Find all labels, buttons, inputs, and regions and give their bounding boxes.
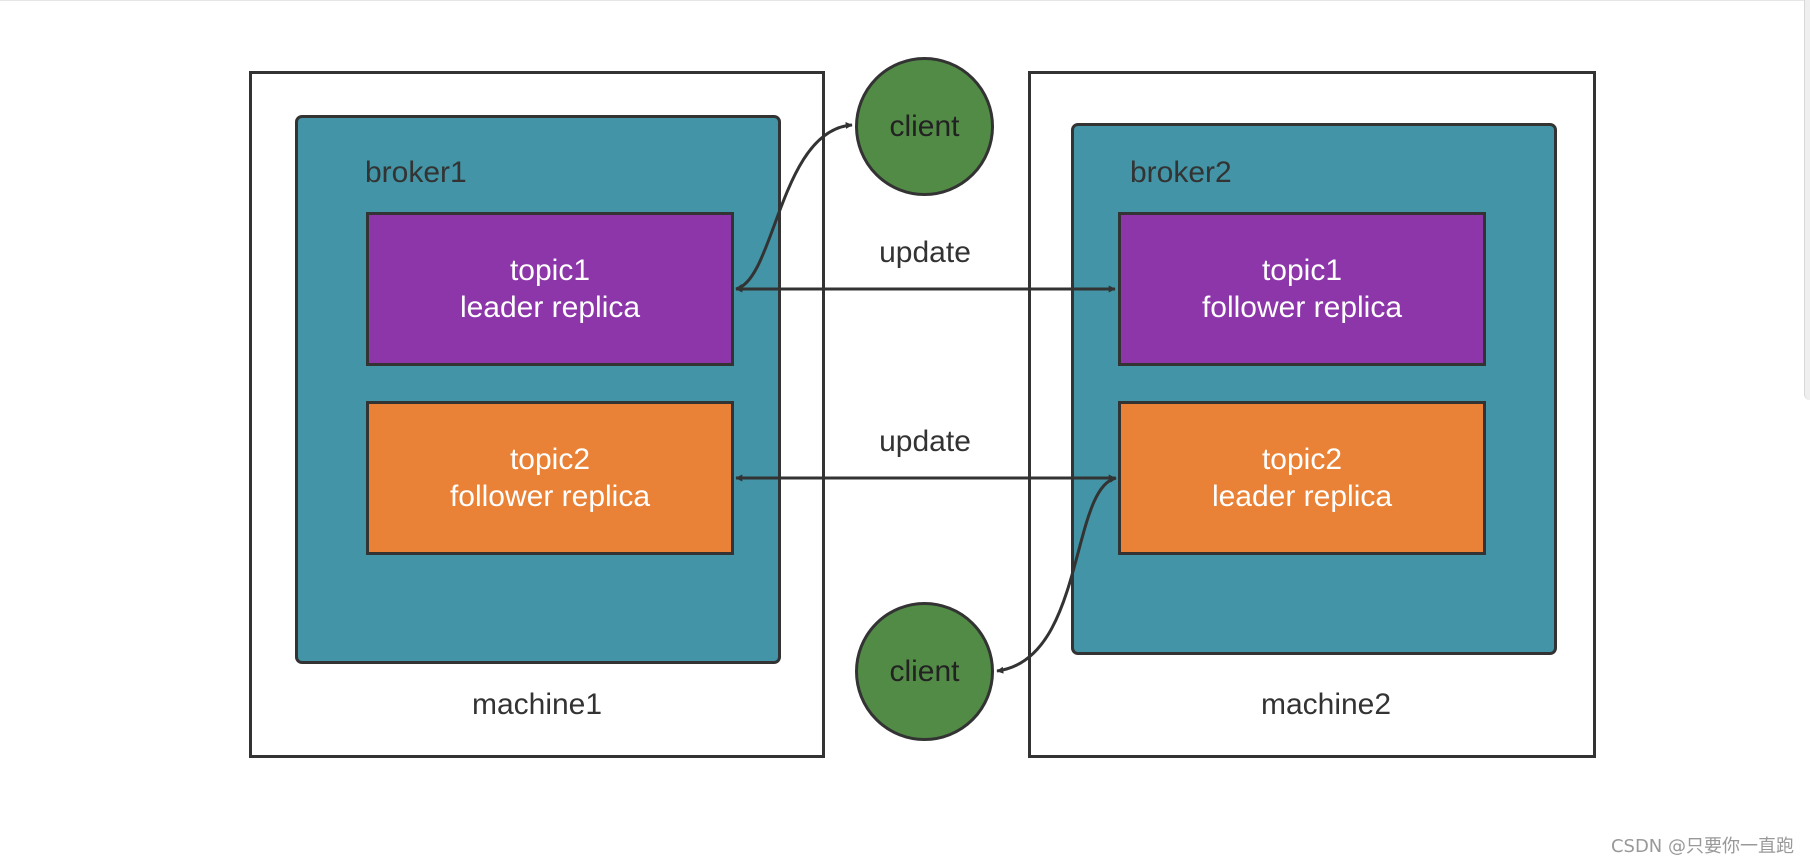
replica-role: follower replica (1201, 291, 1403, 324)
topic-name: topic2 (509, 443, 591, 476)
client-top: client (855, 57, 994, 196)
broker2-topic1-follower-replica: topic1 follower replica (1118, 212, 1486, 366)
machine1-label: machine1 (471, 688, 603, 721)
update-label-topic1: update (879, 236, 971, 269)
broker2-topic2-leader-replica: topic2 leader replica (1118, 401, 1486, 555)
broker1-label: broker1 (365, 156, 467, 189)
client-label: client (889, 654, 960, 688)
broker2-box (1071, 123, 1557, 655)
topic-name: topic1 (1261, 254, 1343, 287)
topic-name: topic1 (509, 254, 591, 287)
broker1-topic1-leader-replica: topic1 leader replica (366, 212, 734, 366)
client-bottom: client (855, 602, 994, 741)
client-label: client (889, 109, 960, 143)
broker2-label: broker2 (1130, 156, 1232, 189)
leader-to-client-top-arrow (735, 121, 853, 291)
replica-role: leader replica (1211, 480, 1393, 513)
broker1-box (295, 115, 781, 664)
page-top-border (0, 0, 1810, 1)
machine2-label: machine2 (1260, 688, 1392, 721)
scrollbar[interactable] (1804, 0, 1810, 400)
replica-role: follower replica (449, 480, 651, 513)
watermark: CSDN @只要你一直跑 (1610, 836, 1794, 857)
update-label-topic2: update (879, 425, 971, 458)
leader-to-client-bottom-arrow (996, 475, 1117, 674)
topic-name: topic2 (1261, 443, 1343, 476)
broker1-topic2-follower-replica: topic2 follower replica (366, 401, 734, 555)
replica-role: leader replica (459, 291, 641, 324)
